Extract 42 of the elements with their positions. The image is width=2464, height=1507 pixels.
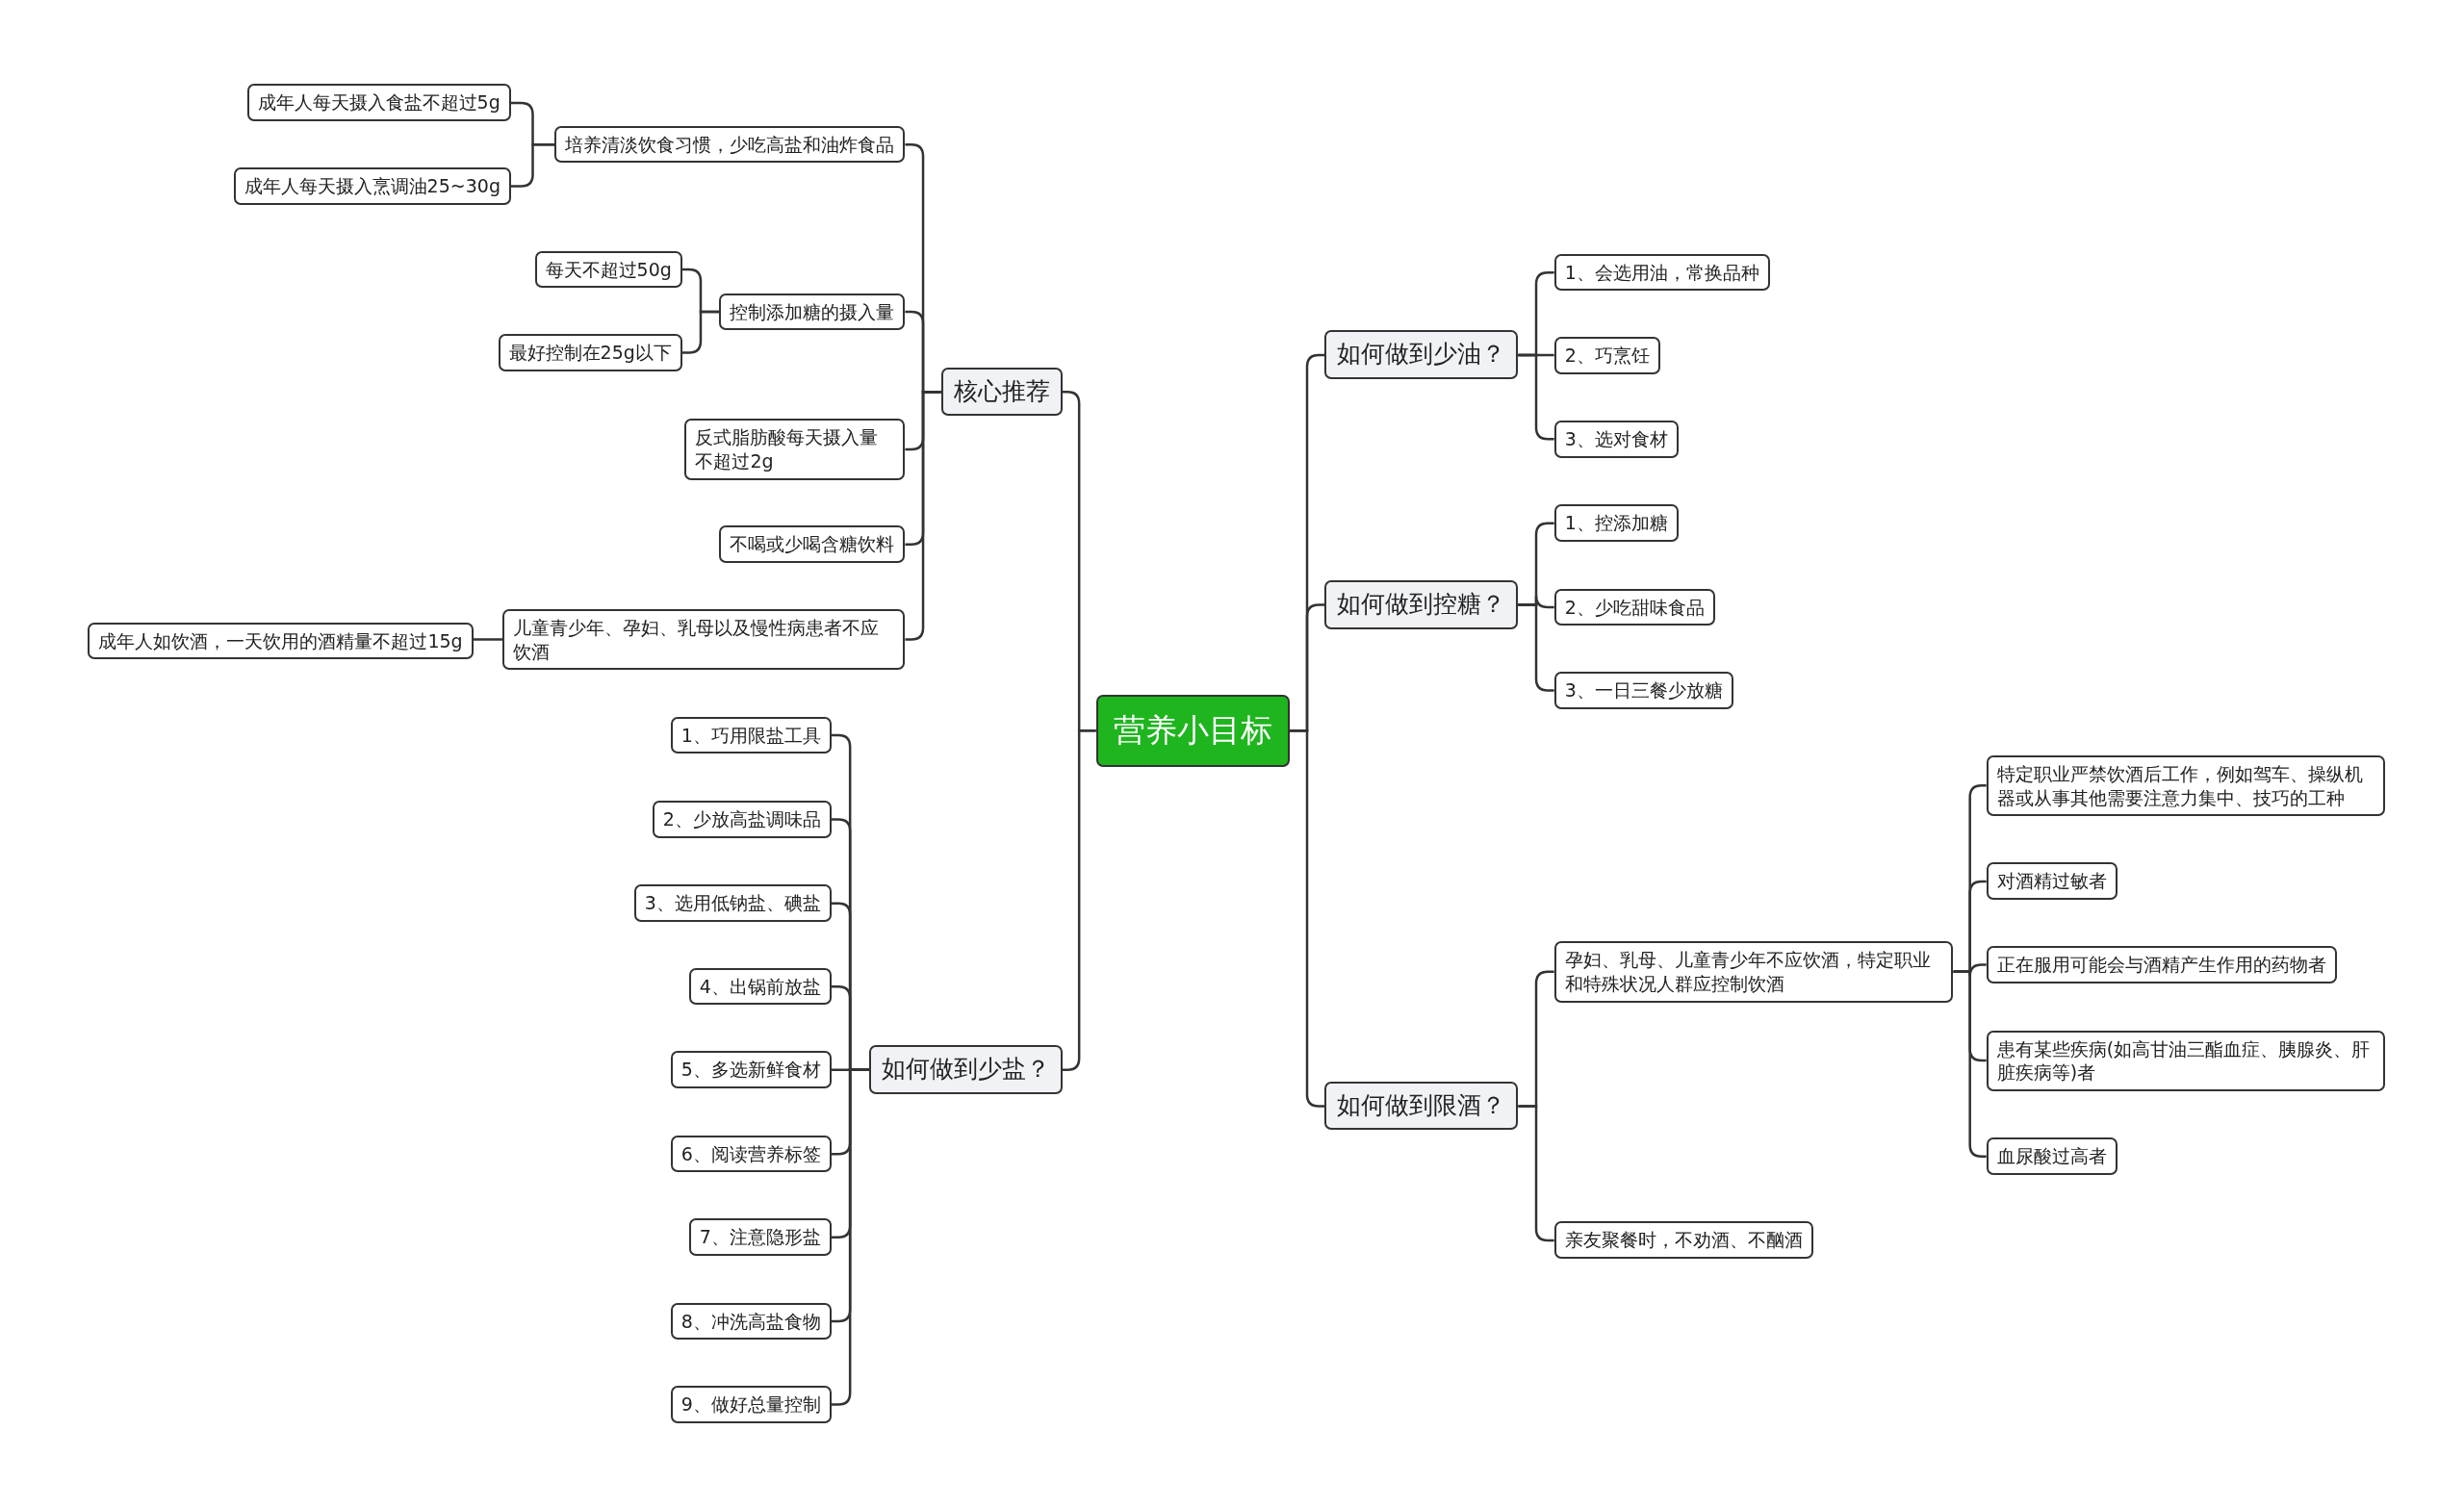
subtopic-box: 成年人如饮酒，一天饮用的酒精量不超过15g (88, 622, 474, 660)
subtopic-box: 7、注意隐形盐 (688, 1218, 832, 1256)
subtopic-box: 不喝或少喝含糖饮料 (719, 525, 906, 563)
topic-box: 如何做到控糖？ (1324, 580, 1519, 629)
subtopic-box: 2、巧烹饪 (1553, 337, 1660, 374)
subtopic-box: 4、出锅前放盐 (688, 967, 832, 1006)
subtopic-box: 亲友聚餐时，不劝酒、不酗酒 (1553, 1221, 1813, 1260)
subtopic-box: 培养清淡饮食习惯，少吃高盐和油炸食品 (554, 125, 906, 164)
subtopic-box: 特定职业严禁饮酒后工作，例如驾车、操纵机器或从事其他需要注意力集中、技巧的工种 (1986, 754, 2386, 817)
subtopic-box: 反式脂肪酸每天摄入量不超过2g (684, 419, 905, 480)
subtopic-box: 控制添加糖的摄入量 (719, 293, 906, 331)
topic-box: 核心推荐 (940, 367, 1063, 417)
subtopic-box: 5、多选新鲜食材 (670, 1051, 832, 1088)
subtopic-box: 3、一日三餐少放糖 (1553, 672, 1733, 709)
subtopic-box: 1、巧用限盐工具 (670, 716, 832, 754)
subtopic-box: 血尿酸过高者 (1986, 1137, 2118, 1175)
connector-line (831, 1068, 869, 1406)
subtopic-box: 6、阅读营养标签 (670, 1135, 832, 1173)
connector-line (681, 310, 720, 354)
subtopic-box: 患有某些疾病(如高甘油三酯血症、胰腺炎、肝脏疾病等)者 (1986, 1030, 2386, 1091)
central-topic-box: 营养小目标 (1095, 694, 1290, 767)
subtopic-box: 儿童青少年、孕妇、乳母以及慢性病患者不应饮酒 (502, 609, 906, 671)
subtopic-box: 9、做好总量控制 (670, 1386, 832, 1423)
topic-box: 如何做到少盐？ (868, 1045, 1063, 1094)
subtopic-box: 2、少吃甜味食品 (1553, 588, 1715, 626)
connector-line (510, 142, 555, 188)
connector-line (473, 638, 503, 641)
subtopic-box: 3、选对食材 (1553, 420, 1679, 458)
subtopic-box: 8、冲洗高盐食物 (670, 1302, 832, 1341)
subtopic-box: 每天不超过50g (534, 250, 682, 289)
subtopic-box: 3、选用低钠盐、碘盐 (633, 884, 832, 922)
subtopic-box: 对酒精过敏者 (1986, 862, 2118, 901)
subtopic-box: 孕妇、乳母、儿童青少年不应饮酒，特定职业和特殊状况人群应控制饮酒 (1553, 941, 1954, 1003)
subtopic-box: 1、控添加糖 (1553, 504, 1679, 542)
subtopic-box: 最好控制在25g以下 (498, 334, 682, 371)
topic-box: 如何做到少油？ (1324, 330, 1519, 379)
subtopic-box: 成年人每天摄入烹调油25~30g (233, 166, 511, 205)
subtopic-box: 正在服用可能会与酒精产生作用的药物者 (1986, 945, 2337, 983)
subtopic-box: 2、少放高盐调味品 (652, 800, 832, 838)
subtopic-box: 1、会选用油，常换品种 (1553, 253, 1770, 292)
topic-box: 如何做到限酒？ (1324, 1081, 1519, 1131)
subtopic-box: 成年人每天摄入食盐不超过5g (246, 84, 511, 122)
